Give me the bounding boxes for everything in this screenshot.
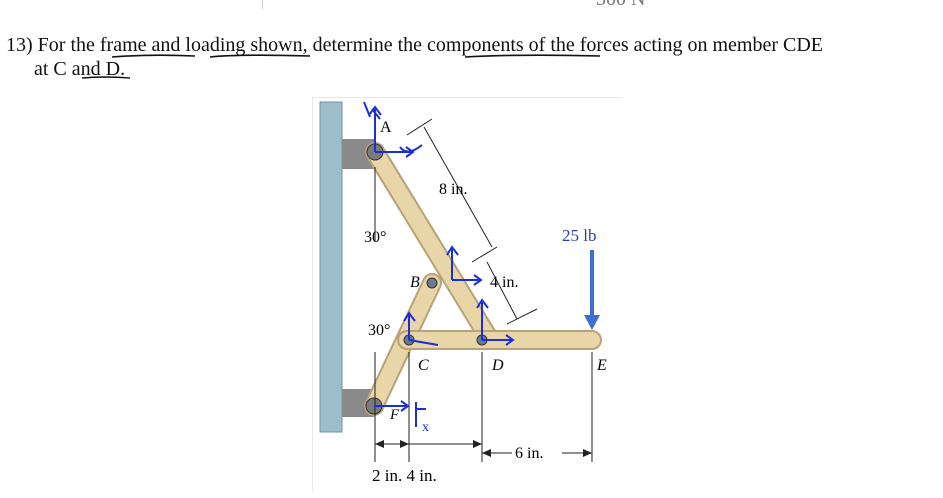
dim-8in: 8 in. [439, 181, 467, 198]
problem-number: 13) [6, 34, 33, 56]
member-ab-d [365, 142, 500, 350]
problem-text-line-2: at C and D. [34, 58, 126, 80]
problem-statement: 13) For the frame and loading shown, det… [6, 33, 942, 81]
handwritten-force-sketches [363, 101, 515, 427]
problem-line-1: 13) For the frame and loading shown, det… [6, 33, 942, 57]
handwritten-fx-note: x [422, 420, 429, 435]
problem-text-line-1: For the frame and loading shown, determi… [37, 34, 824, 56]
label-c: C [418, 357, 429, 374]
dim-bottom: 2 in. 4 in. [372, 466, 437, 485]
label-f: F [389, 407, 400, 423]
label-b: B [410, 274, 420, 291]
frame-figure: A B C D E F 30° 30° 8 in. 4 in. 25 lb 6 … [312, 97, 622, 492]
label-d: D [491, 357, 504, 374]
load-label: 25 lb [562, 226, 596, 245]
angle-label-bottom: 30° [368, 322, 390, 339]
label-a: A [380, 119, 392, 136]
dim-4in-diagonal: 4 in. [490, 274, 518, 291]
top-divider-line [262, 0, 263, 9]
pin-b [426, 277, 438, 289]
cut-off-header-text: 500 N [596, 0, 645, 11]
angle-label-top: 30° [364, 229, 386, 246]
wall [319, 101, 343, 433]
dim-6in: 6 in. [515, 445, 543, 462]
label-e: E [596, 357, 607, 374]
